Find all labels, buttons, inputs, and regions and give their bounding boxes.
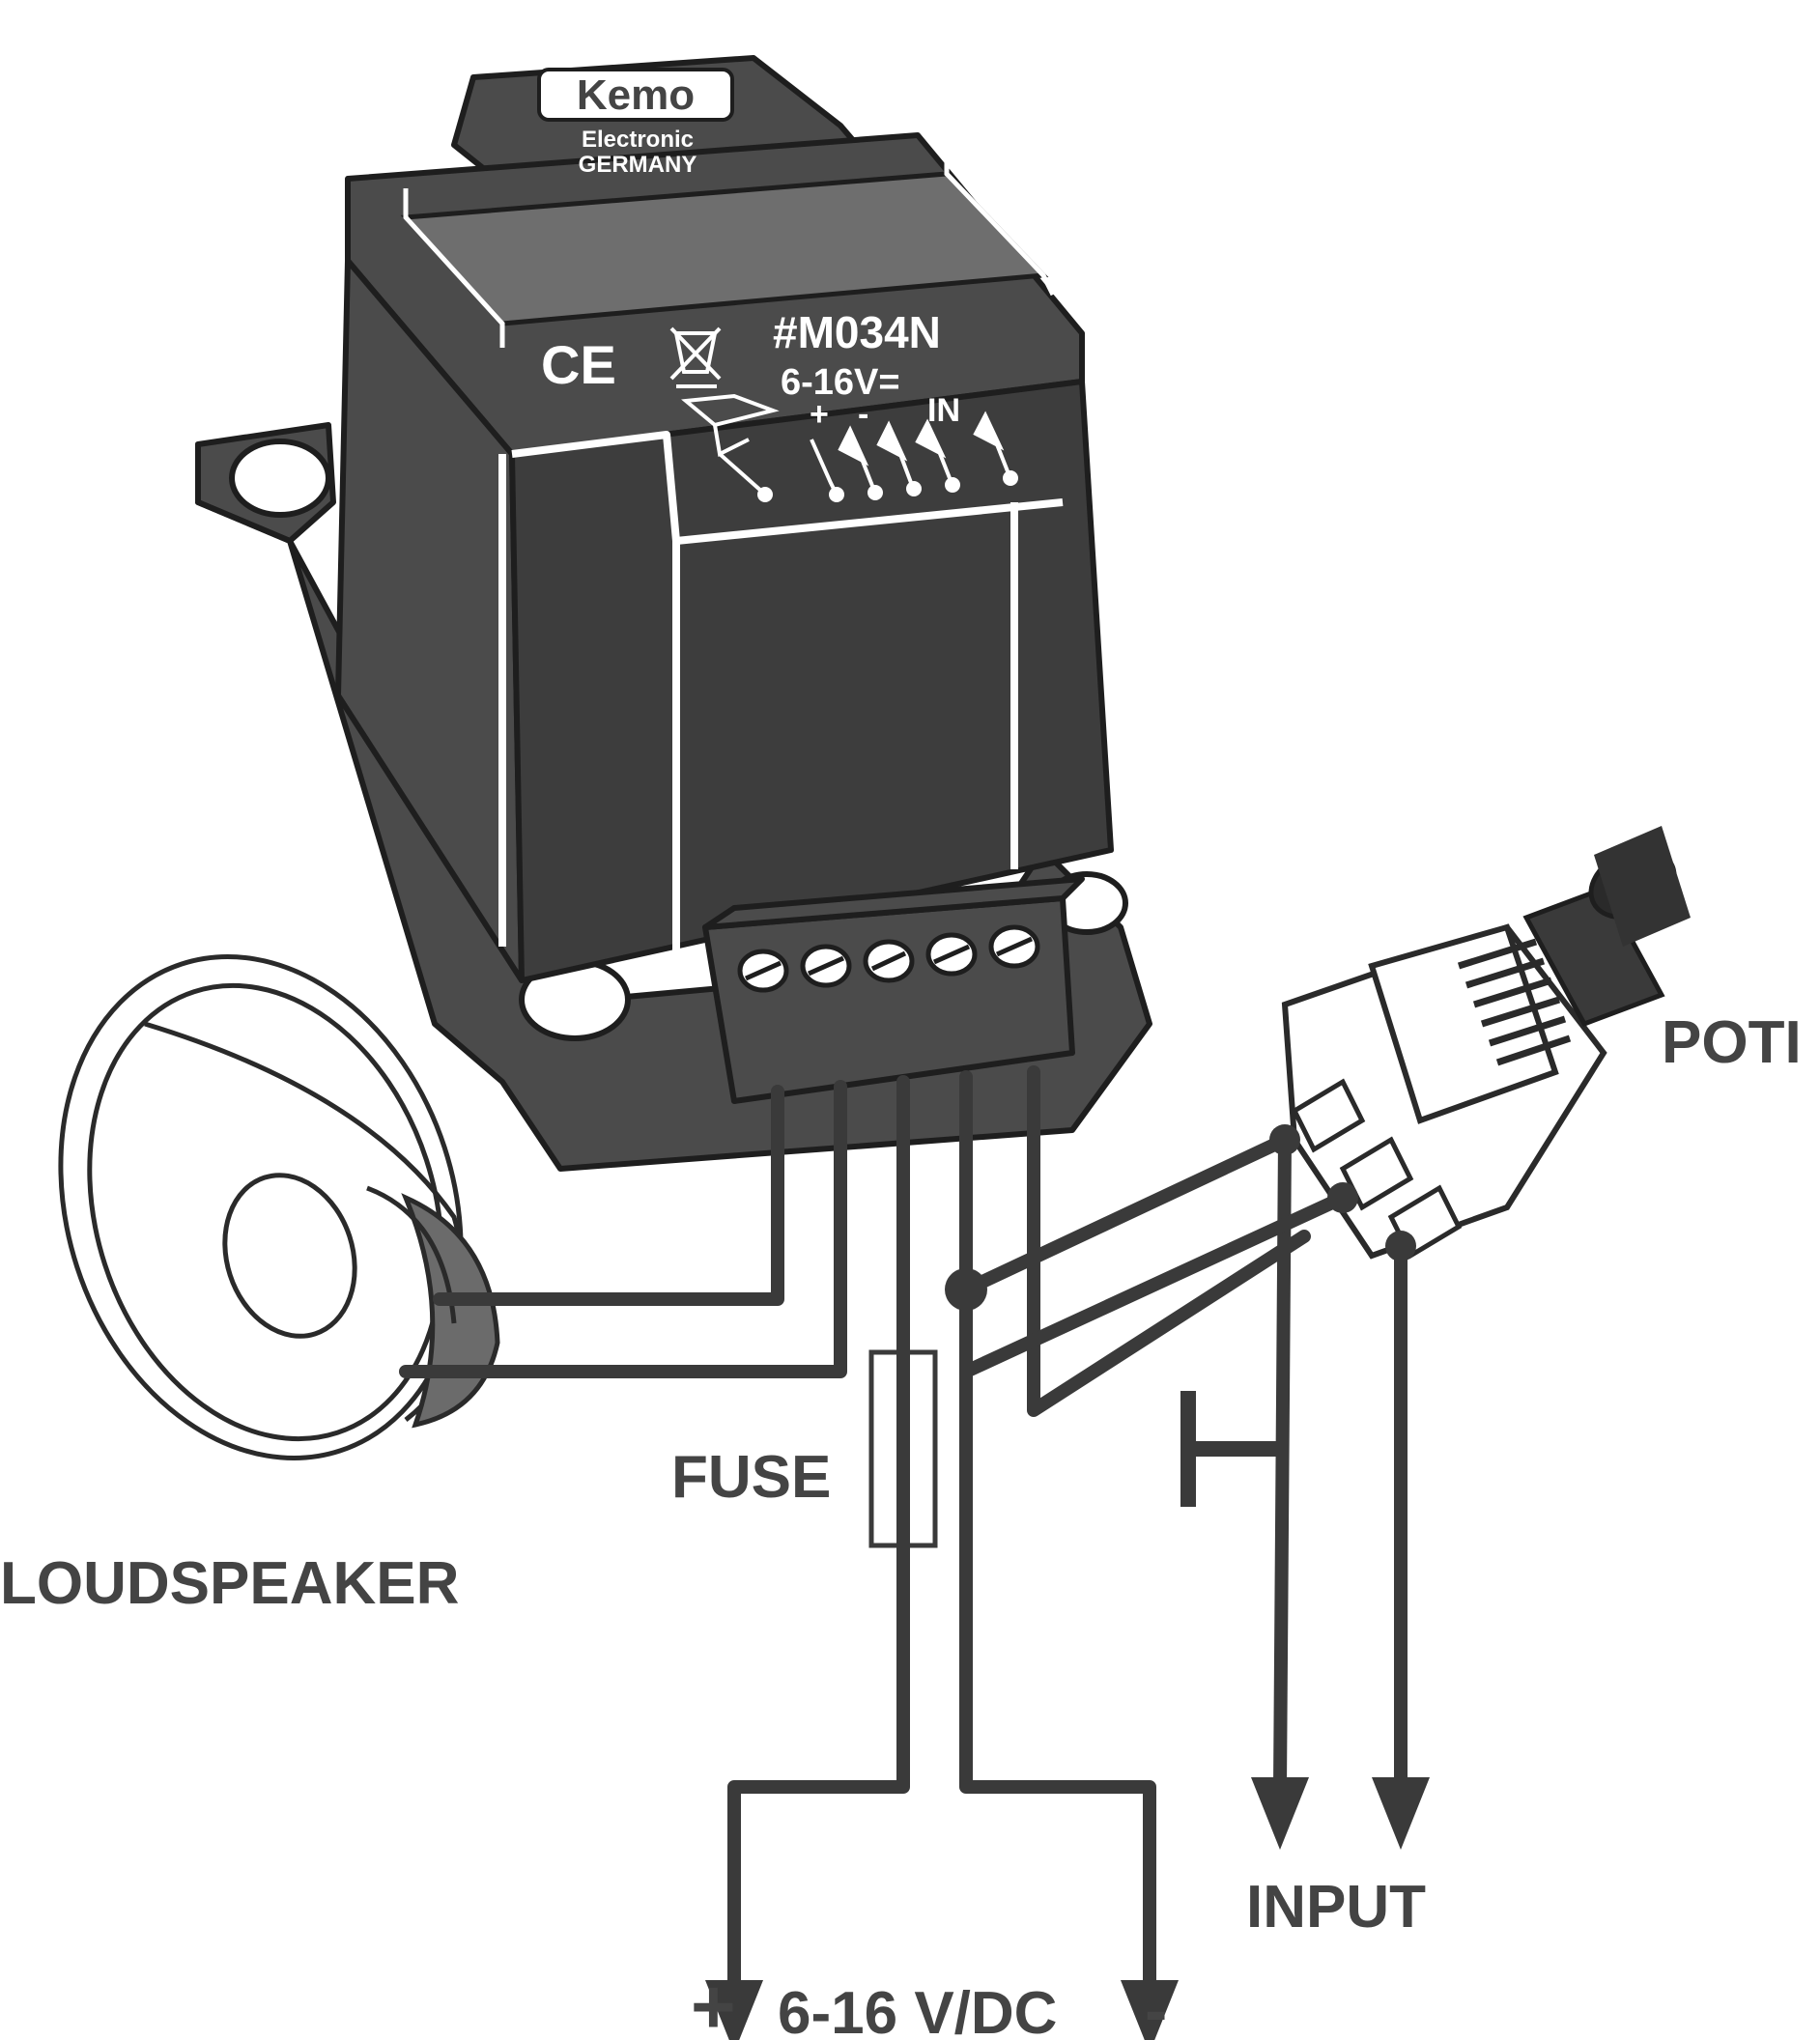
screw-terminals [737, 924, 1040, 993]
supply-minus-wire [959, 1070, 1156, 1997]
speaker-wire-1 [433, 1085, 784, 1306]
junction-dot-poti-3 [1385, 1231, 1416, 1261]
ce-mark: CE [541, 334, 616, 395]
model-number: #M034N [773, 307, 941, 357]
terminal-in-marking: IN [927, 392, 960, 429]
label-supply-plus: + [691, 1964, 736, 2040]
label-input: INPUT [1246, 1874, 1426, 1941]
potentiometer-icon [1281, 826, 1691, 1260]
junction-dot-poti-2 [1327, 1182, 1358, 1213]
arrow-input-1 [1251, 1777, 1309, 1850]
brand-line-1: Electronic [582, 127, 694, 153]
amplifier-module: Kemo Electronic GERMANY CE #M034N 6-16V=… [195, 55, 1152, 1172]
junction-dot-poti-1 [1269, 1124, 1300, 1155]
label-poti: POTI [1662, 1009, 1802, 1076]
module-input-wire [1027, 1065, 1311, 1417]
ground-symbol-icon [1180, 1391, 1280, 1507]
speaker-symbol-icon [681, 393, 780, 502]
voltage-marking: 6-16V= [781, 362, 900, 403]
poti-ground-wire [959, 1191, 1350, 1378]
weee-bin-icon [669, 326, 722, 388]
terminal-arrows-icon [810, 411, 1018, 502]
terminal-minus-marking: - [858, 396, 868, 433]
label-supply-minus: - [1145, 1972, 1167, 2040]
arrow-input-2 [1372, 1777, 1430, 1850]
label-loudspeaker: LOUDSPEAKER [0, 1550, 459, 1617]
terminal-plus-marking: + [810, 396, 829, 433]
junction-dot-main [945, 1268, 987, 1311]
brand-name: Kemo [577, 71, 695, 119]
label-fuse: FUSE [671, 1444, 831, 1511]
poti-wiper-wire [959, 1133, 1292, 1794]
mounting-hole-left [229, 439, 331, 518]
arrow-supply-plus [705, 1980, 763, 2040]
arrows [705, 1777, 1430, 2040]
speaker-wire-2 [399, 1080, 847, 1378]
label-supply-voltage: 6-16 V/DC [778, 1980, 1057, 2040]
fuse-icon [868, 1349, 938, 1548]
arrow-supply-minus [1121, 1980, 1179, 2040]
brand-logo: Kemo Electronic GERMANY [537, 68, 734, 178]
brand-line-2: GERMANY [579, 152, 697, 178]
